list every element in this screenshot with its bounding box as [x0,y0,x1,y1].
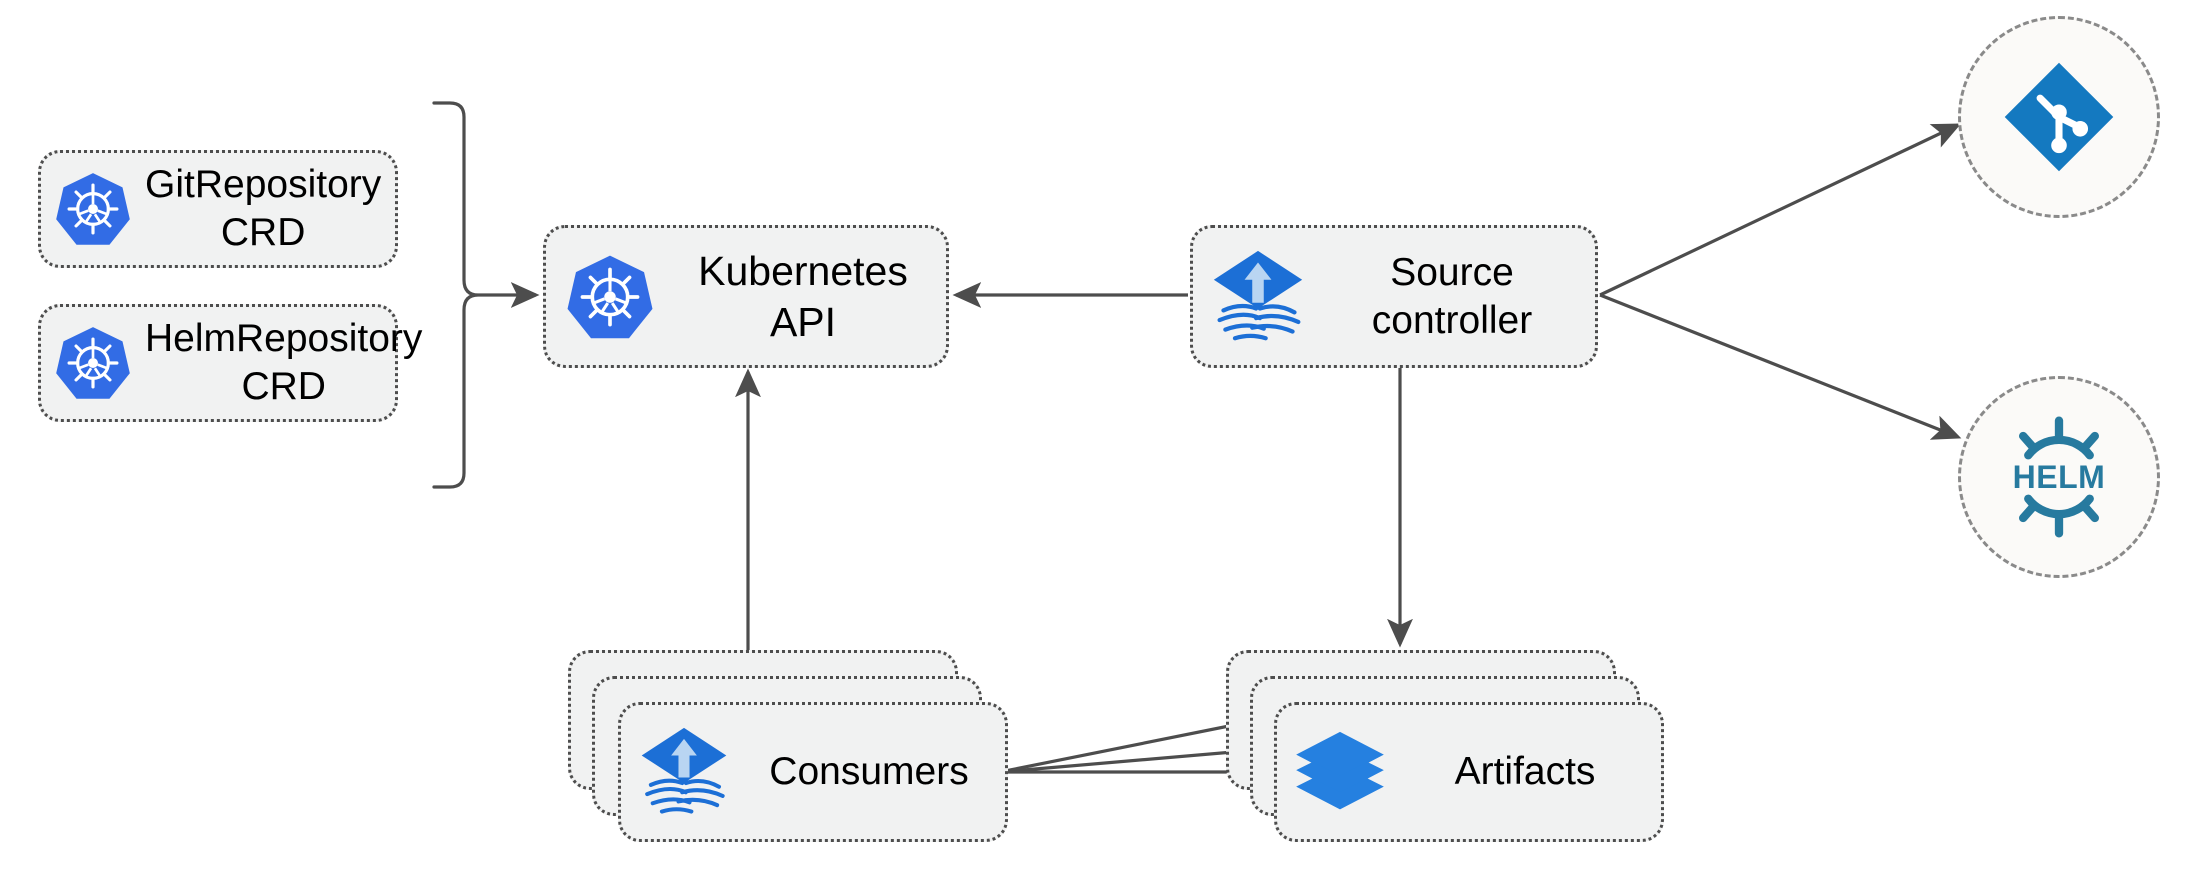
node-kubernetes-api[interactable]: Kubernetes API [543,225,949,368]
flux-icon [621,724,747,820]
edge-source-to-helm [1599,293,1962,440]
node-label: GitRepository CRD [145,163,382,254]
helm-wordmark: HELM [2012,458,2106,495]
node-label: Source controller [1371,250,1533,342]
node-label: Artifacts [1454,750,1596,794]
node-git-repository-crd[interactable]: GitRepository CRD [38,150,398,268]
flux-icon [1193,247,1323,347]
node-label: Kubernetes API [698,248,908,345]
helm-icon: HELM [1995,413,2123,541]
layers-icon [1277,730,1403,814]
node-artifacts[interactable]: Artifacts [1274,702,1664,842]
edge-source-to-git [1599,123,1962,297]
kubernetes-icon [41,170,145,248]
edge-consumers-to-artifacts-1 [999,714,1258,774]
node-source-controller[interactable]: Source controller [1190,225,1598,368]
node-label: Consumers [769,750,969,794]
node-git-source[interactable] [1958,16,2160,218]
node-helm-source[interactable]: HELM [1958,376,2160,578]
node-consumers[interactable]: Consumers [618,702,1008,842]
node-label: HelmRepository CRD [145,317,423,408]
git-icon [2000,58,2118,176]
kubernetes-icon [41,324,145,402]
crd-bracket [432,101,479,489]
node-helm-repository-crd[interactable]: HelmRepository CRD [38,304,422,422]
kubernetes-icon [546,252,674,342]
